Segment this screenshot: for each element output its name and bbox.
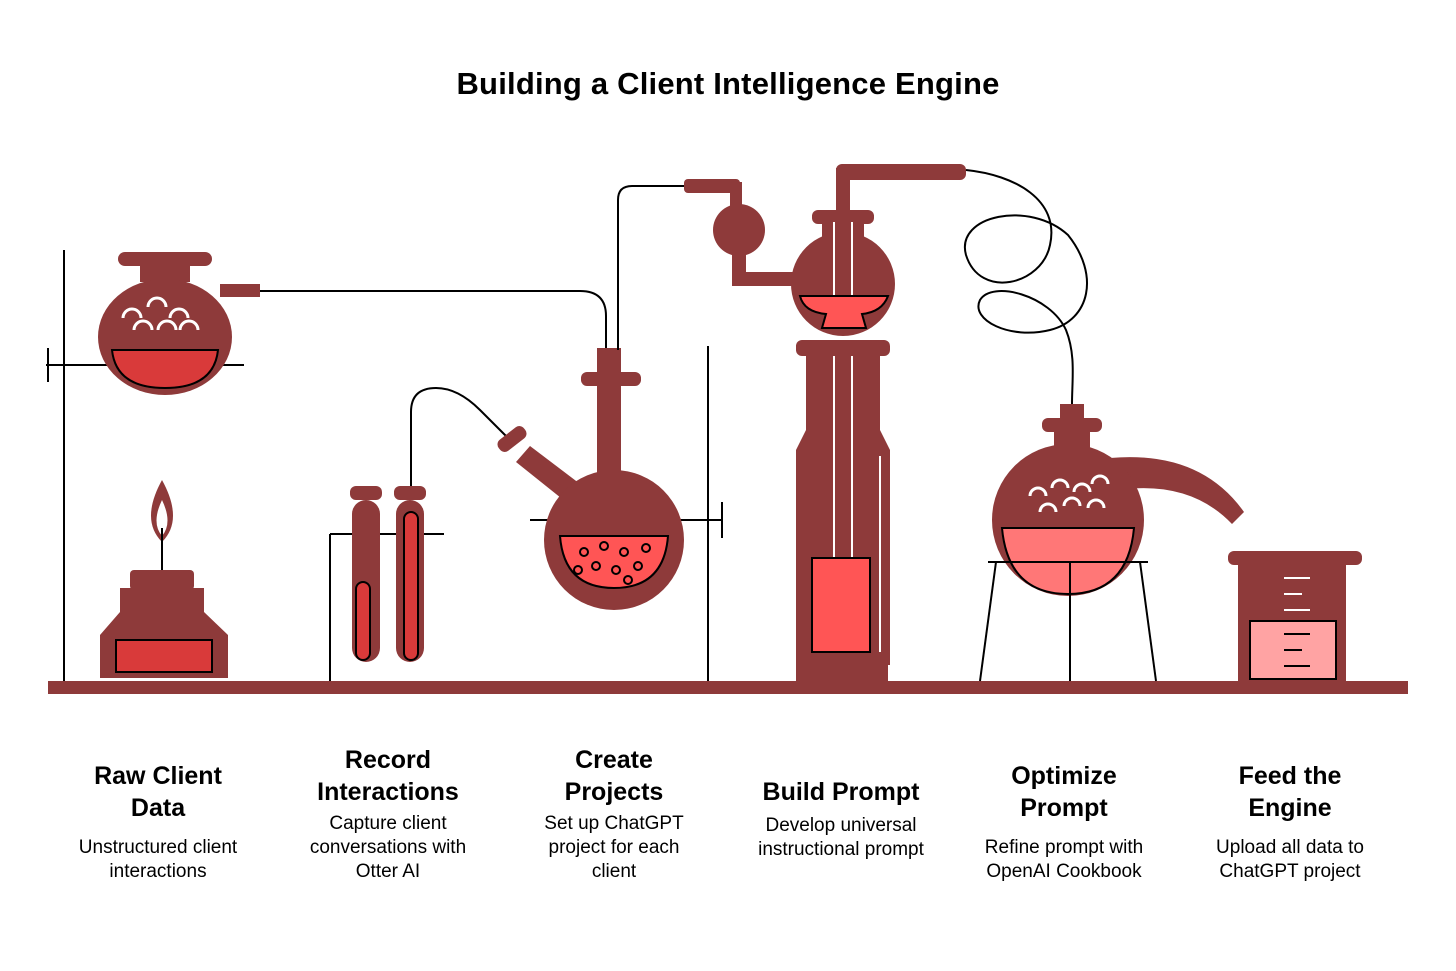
step-description: Refine prompt with OpenAI Cookbook — [984, 837, 1144, 882]
step-optimize-prompt: Optimize Prompt Refine prompt with OpenA… — [944, 760, 1184, 884]
step-build-prompt: Build Prompt Develop universal instructi… — [721, 776, 961, 862]
step-description: Set up ChatGPT project for each client — [544, 813, 684, 882]
step-description: Capture client conversations with Otter … — [309, 813, 467, 882]
station-feed-the-engine — [1228, 551, 1362, 682]
step-description: Upload all data to ChatGPT project — [1216, 837, 1364, 882]
station-record-interactions — [329, 386, 507, 681]
station-build-prompt — [684, 164, 966, 681]
lab-bench — [48, 681, 1408, 694]
station-optimize-prompt — [979, 404, 1244, 682]
step-feed-the-engine: Feed the Engine Upload all data to ChatG… — [1170, 760, 1410, 884]
step-description: Develop universal instructional prompt — [758, 815, 924, 860]
step-title: Raw Client Data — [94, 762, 222, 822]
step-record-interactions: Record Interactions Capture client conve… — [268, 744, 508, 884]
step-raw-client-data: Raw Client Data Unstructured client inte… — [38, 760, 278, 884]
step-title: Optimize Prompt — [1011, 762, 1117, 822]
station-raw-client-data — [46, 250, 260, 681]
page-title: Building a Client Intelligence Engine — [456, 66, 1000, 101]
step-title: Create Projects — [564, 746, 664, 806]
step-title: Record Interactions — [317, 746, 459, 806]
step-create-projects: Create Projects Set up ChatGPT project f… — [494, 744, 734, 884]
step-title: Feed the Engine — [1238, 762, 1342, 822]
step-description: Unstructured client interactions — [78, 837, 238, 882]
step-title: Build Prompt — [762, 778, 920, 806]
station-create-projects — [497, 346, 723, 681]
